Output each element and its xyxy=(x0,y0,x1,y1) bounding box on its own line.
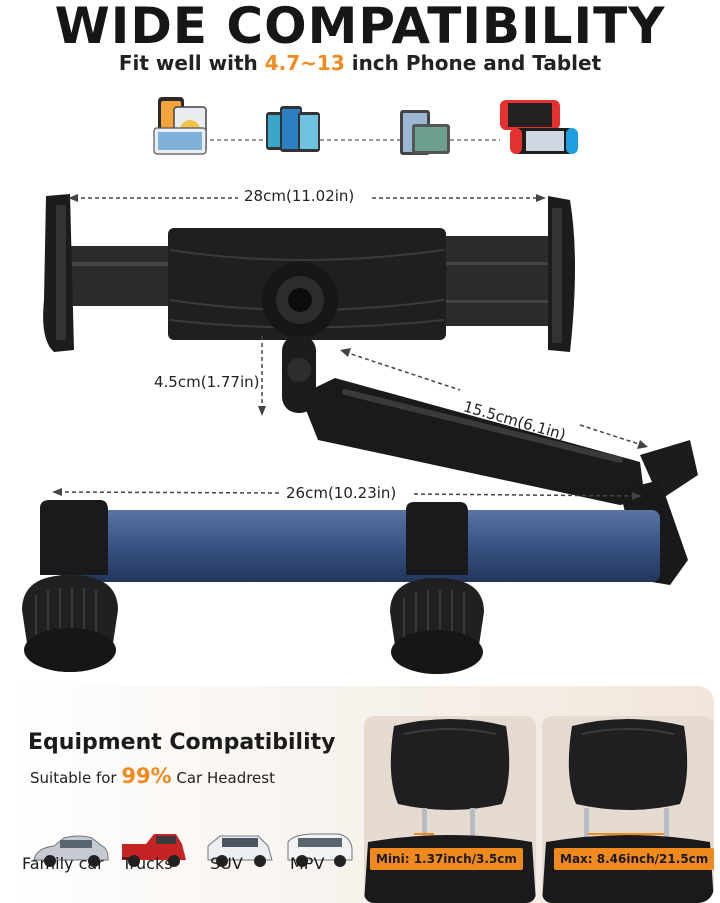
headline: WIDE COMPATIBILITY xyxy=(54,0,666,55)
bar-width-label: 26cm(10.23in) xyxy=(282,484,401,502)
compat-sub-prefix: Suitable for xyxy=(30,769,122,787)
arm-height-label: 4.5cm(1.77in) xyxy=(154,373,260,391)
compat-percent: 99% xyxy=(121,764,172,788)
seat-mini-label: Mini: 1.37inch/3.5cm xyxy=(370,848,523,870)
seat-max xyxy=(542,716,714,903)
suv-icon xyxy=(207,835,273,867)
mpv-icon xyxy=(287,833,353,867)
tablet-landscape-icon xyxy=(400,110,450,155)
headrest-max-image xyxy=(542,716,714,903)
subline: Fit well with 4.7~13 inch Phone and Tabl… xyxy=(0,51,720,75)
phone-icon xyxy=(153,97,207,155)
tablet-icon xyxy=(266,106,320,152)
car-label-suv: SUV xyxy=(210,854,243,873)
clamp-width-label: 28cm(11.02in) xyxy=(240,187,359,205)
seat-mini xyxy=(364,716,536,903)
compatibility-title: Equipment Compatibility xyxy=(28,730,336,755)
car-label-mpv: MPV xyxy=(290,854,325,873)
subline-suffix: inch Phone and Tablet xyxy=(344,51,602,75)
compat-sub-suffix: Car Headrest xyxy=(171,769,275,787)
vehicle-icons xyxy=(33,833,353,867)
mount-illustration xyxy=(22,194,698,674)
seat-max-label: Max: 8.46inch/21.5cm xyxy=(554,848,714,870)
compatibility-subtitle: Suitable for 99% Car Headrest xyxy=(30,764,275,788)
car-label-family: Family car xyxy=(22,854,104,873)
sedan-icon xyxy=(33,835,109,867)
subline-range: 4.7~13 xyxy=(264,51,345,75)
headrest-mini-image xyxy=(364,716,536,903)
handheld-console-icon xyxy=(500,100,578,154)
subline-prefix: Fit well with xyxy=(118,51,265,75)
truck-icon xyxy=(122,834,186,867)
car-label-trucks: Trucks xyxy=(122,854,173,873)
device-row xyxy=(153,97,578,155)
compatibility-panel: Equipment Compatibility Suitable for 99%… xyxy=(6,686,714,903)
